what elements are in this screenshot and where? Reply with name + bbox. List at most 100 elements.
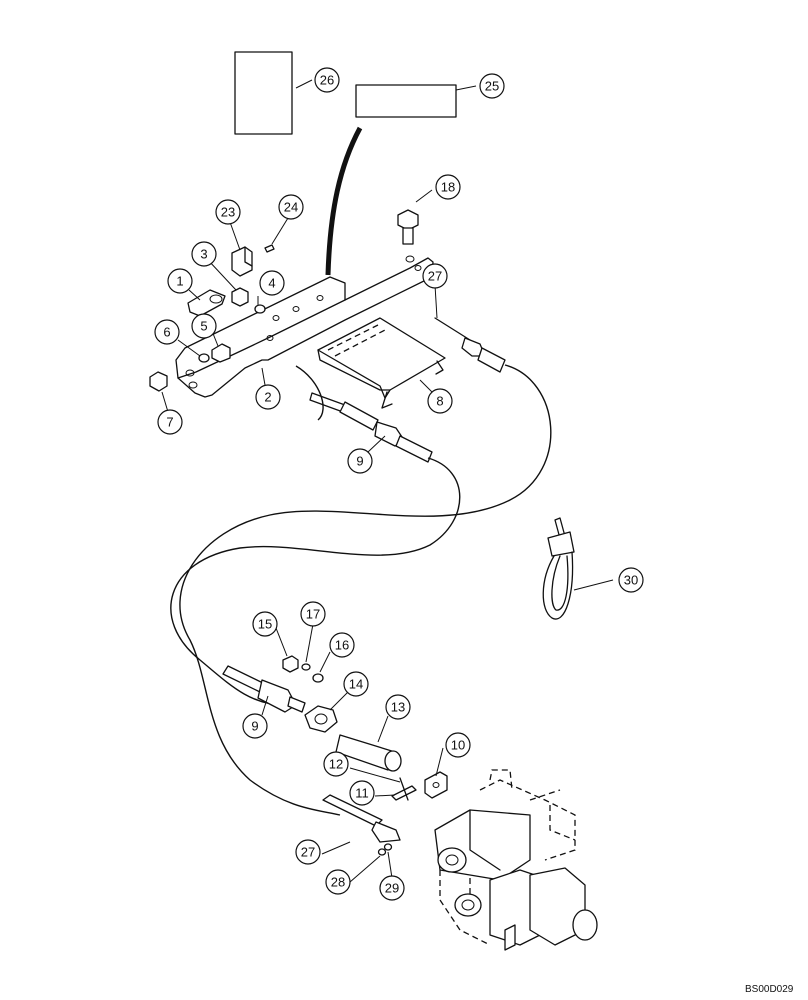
decal-reference-curve — [325, 126, 363, 276]
callout-number: 29 — [385, 881, 399, 896]
decal-25 — [355, 84, 457, 118]
callout-number: 25 — [485, 79, 499, 94]
callout-1: 1 — [167, 268, 193, 294]
cable-inner-curve — [295, 365, 324, 421]
callout-circle — [242, 713, 268, 739]
callout-26: 26 — [314, 67, 340, 93]
callout-27: 27 — [422, 263, 448, 289]
callout-circle — [323, 751, 349, 777]
callout-9: 9 — [242, 713, 268, 739]
callout-number: 5 — [200, 319, 207, 334]
callout-number: 3 — [200, 247, 207, 262]
pivot-block-23 — [231, 246, 253, 277]
callout-number: 17 — [306, 607, 320, 622]
callout-circle — [191, 313, 217, 339]
callout-7: 7 — [157, 409, 183, 435]
callout-24: 24 — [278, 194, 304, 220]
decal-26 — [234, 51, 293, 135]
control-valve — [434, 769, 598, 951]
callout-number: 18 — [441, 180, 455, 195]
callout-circle — [325, 869, 351, 895]
cable-end-27-upper — [434, 317, 506, 373]
callout-3: 3 — [191, 241, 217, 267]
nut-16 — [312, 673, 324, 683]
callout-number: 4 — [268, 276, 275, 291]
callout-circle — [349, 780, 375, 806]
callout-number: 6 — [163, 325, 170, 340]
callout-circle — [435, 174, 461, 200]
callout-number: 15 — [258, 617, 272, 632]
washer-6 — [198, 353, 210, 363]
callout-10: 10 — [445, 732, 471, 758]
callout-30: 30 — [618, 567, 644, 593]
callout-circle — [295, 839, 321, 865]
callout-number: 16 — [335, 638, 349, 653]
pin-1 — [187, 289, 226, 317]
callout-14: 14 — [343, 671, 369, 697]
cable-end-27-lower — [322, 794, 401, 843]
mounting-plate — [317, 317, 446, 409]
cotter-pin-12 — [399, 777, 409, 801]
callout-circle — [422, 263, 448, 289]
callout-15: 15 — [252, 611, 278, 637]
callout-circle — [479, 73, 505, 99]
callout-number: 27 — [301, 845, 315, 860]
callout-circle — [314, 67, 340, 93]
callout-2: 2 — [255, 384, 281, 410]
callout-circle — [215, 199, 241, 225]
callout-circle — [157, 409, 183, 435]
callout-number: 13 — [391, 700, 405, 715]
callout-number: 1 — [176, 274, 183, 289]
callout-28: 28 — [325, 869, 351, 895]
callout-number: 7 — [166, 415, 173, 430]
callout-11: 11 — [349, 780, 375, 806]
callout-circle — [191, 241, 217, 267]
callout-13: 13 — [385, 694, 411, 720]
mounting-bracket — [175, 255, 434, 398]
callout-16: 16 — [329, 632, 355, 658]
callout-number: 11 — [355, 786, 369, 801]
callout-number: 10 — [451, 738, 465, 753]
set-screw-24 — [264, 244, 275, 253]
callout-number: 9 — [356, 454, 363, 469]
callout-circle — [385, 694, 411, 720]
control-cable-secondary — [179, 364, 552, 816]
callout-23: 23 — [215, 199, 241, 225]
drawing-code: BS00D029 — [745, 984, 794, 995]
callout-number: 26 — [320, 73, 334, 88]
callout-number: 23 — [221, 205, 235, 220]
callout-5: 5 — [191, 313, 217, 339]
callout-circle — [154, 319, 180, 345]
callout-25: 25 — [479, 73, 505, 99]
leader-lines — [161, 79, 614, 883]
callout-number: 30 — [624, 573, 638, 588]
callout-circle — [252, 611, 278, 637]
nut-29 — [383, 843, 393, 851]
callout-18: 18 — [435, 174, 461, 200]
callout-27: 27 — [295, 839, 321, 865]
washer-28 — [377, 848, 387, 856]
callout-number: 14 — [349, 677, 363, 692]
control-cable-main — [170, 457, 461, 706]
callout-number: 28 — [331, 875, 345, 890]
bolt-15 — [282, 655, 299, 673]
callout-number: 9 — [251, 719, 258, 734]
tube-13 — [335, 734, 402, 772]
washer-17 — [301, 663, 311, 671]
callout-8: 8 — [427, 388, 453, 414]
callout-circle — [445, 732, 471, 758]
callout-17: 17 — [300, 601, 326, 627]
cable-tie-30 — [542, 517, 575, 620]
callout-number: 12 — [329, 757, 343, 772]
bolt-18 — [397, 209, 419, 245]
callout-circle — [343, 671, 369, 697]
callout-circle — [347, 448, 373, 474]
callout-circle — [255, 384, 281, 410]
callout-number: 27 — [428, 269, 442, 284]
callout-circle — [379, 875, 405, 901]
callout-number: 8 — [436, 394, 443, 409]
callout-6: 6 — [154, 319, 180, 345]
cable-end-upper — [309, 392, 433, 463]
